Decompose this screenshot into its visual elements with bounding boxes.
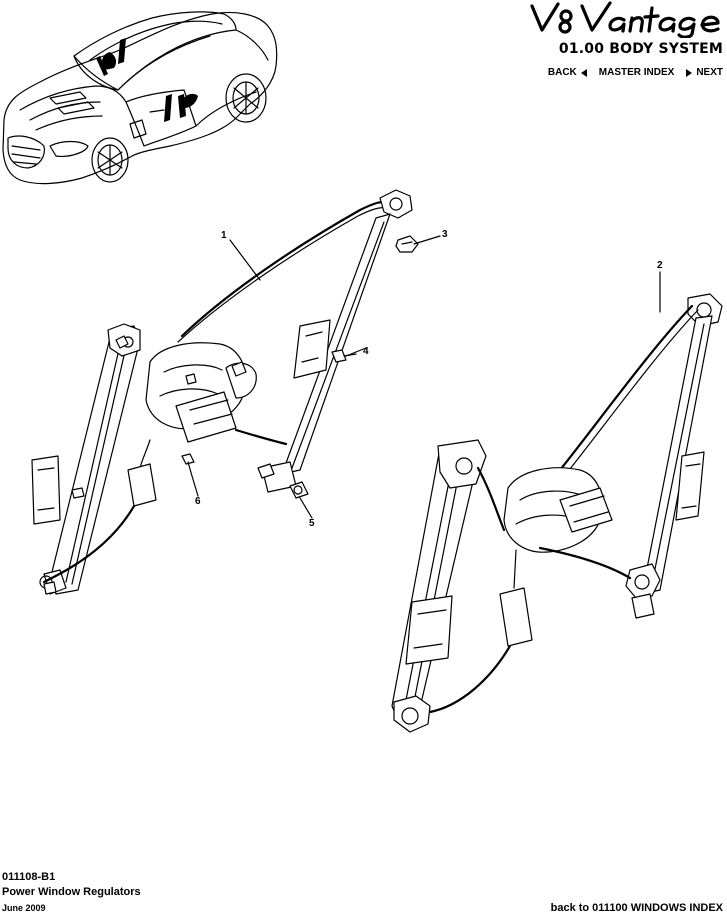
car-overview-illustration: [2, 11, 278, 185]
fastener-3: [395, 235, 419, 253]
fastener-6: [181, 453, 195, 477]
left-regulator-assembly: [31, 189, 413, 595]
fastener-4: [331, 349, 357, 363]
document-date: June 2009: [2, 903, 46, 913]
callout-1[interactable]: 1: [221, 230, 227, 241]
document-title: Power Window Regulators: [2, 886, 141, 898]
master-index-link[interactable]: MASTER INDEX: [598, 67, 675, 78]
arrow-left-icon: [580, 68, 587, 77]
arrow-right-icon: [686, 68, 693, 77]
back-label: BACK: [547, 67, 577, 78]
brand-logo: [530, 1, 720, 38]
callout-6[interactable]: 6: [195, 496, 201, 507]
document-code: 011108-B1: [2, 871, 56, 883]
leader-lines: [191, 235, 661, 519]
callout-2[interactable]: 2: [657, 260, 663, 271]
back-link[interactable]: BACK: [548, 67, 587, 78]
fastener-5: [289, 481, 309, 499]
right-regulator-assembly: [391, 293, 723, 733]
section-title: 01.00 BODY SYSTEM: [558, 41, 723, 57]
navigation-bar: BACK MASTER INDEX NEXT: [548, 67, 723, 78]
back-to-index-link[interactable]: back to 011100 WINDOWS INDEX: [550, 902, 723, 914]
callout-3[interactable]: 3: [442, 229, 448, 240]
next-label: NEXT: [696, 67, 723, 78]
next-link[interactable]: NEXT: [686, 67, 723, 78]
callout-4[interactable]: 4: [363, 346, 369, 357]
callout-5[interactable]: 5: [309, 518, 315, 529]
